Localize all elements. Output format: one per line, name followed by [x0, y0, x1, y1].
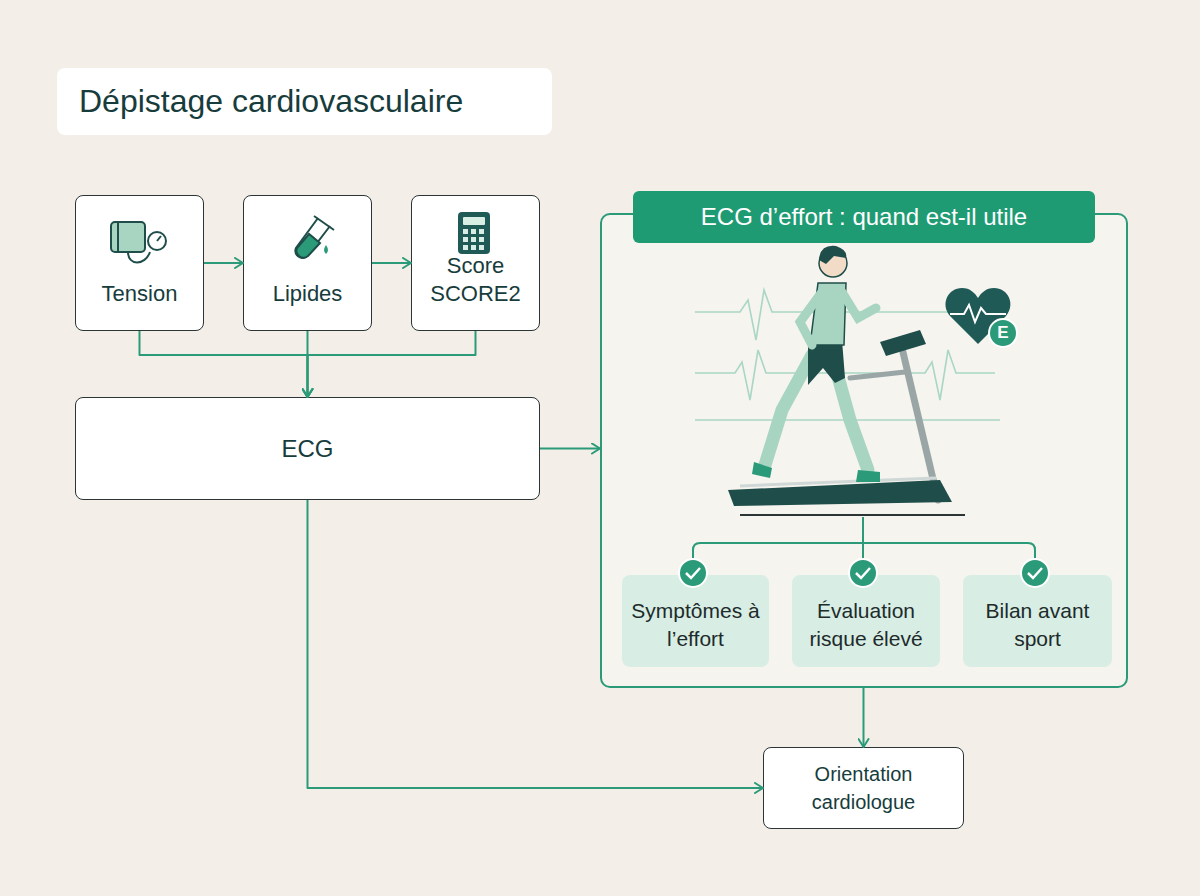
panel-heading: ECG d’effort : quand est-il utile: [633, 191, 1095, 243]
criteria-box: Symptômes à l’effort: [622, 575, 769, 667]
node-label: ECG: [281, 435, 333, 463]
node-label: Symptômes à l’effort: [622, 597, 769, 653]
node-label: Bilan avant sport: [963, 597, 1112, 653]
node-label: Évaluation risque élevé: [792, 597, 940, 653]
connector-arrow: [307, 331, 309, 397]
node-label: Lipides: [273, 280, 343, 308]
check-mark: [679, 559, 1049, 587]
calculator-icon: [458, 212, 490, 254]
test-tube-icon: [295, 216, 334, 258]
connector-arrow: [308, 500, 764, 788]
treadmill: [728, 330, 965, 515]
connector-arrow: [372, 262, 411, 264]
node-label: Orientation cardiologue: [789, 760, 939, 816]
node-label: Score SCORE2: [426, 252, 526, 308]
node-label: Tension: [102, 280, 178, 308]
badge-letter: E: [989, 319, 1017, 347]
connector-arrow: [204, 262, 243, 264]
diagram-title: Dépistage cardiovasculaire: [79, 83, 463, 120]
title-box: Dépistage cardiovasculaire: [57, 68, 552, 135]
process-box: Tension: [75, 195, 204, 331]
group-panel: ECG d’effort : quand est-il utileSymptôm…: [600, 213, 1128, 688]
runner: [752, 246, 880, 482]
process-box: ECG: [75, 397, 540, 500]
connector-arrow: [540, 448, 600, 450]
outcome-box: Orientation cardiologue: [763, 747, 964, 829]
criteria-box: Bilan avant sport: [963, 575, 1112, 667]
heart-badge: [946, 288, 1017, 347]
connector-arrow: [863, 688, 865, 747]
branch-lines: [693, 517, 1035, 560]
connector-arrow: [308, 331, 476, 397]
criteria-box: Évaluation risque élevé: [792, 575, 940, 667]
blood-pressure-icon: [111, 222, 166, 263]
ecg-wave: [695, 290, 1000, 420]
connector-arrow: [140, 331, 308, 397]
process-box: Score SCORE2: [411, 195, 540, 331]
process-box: Lipides: [243, 195, 372, 331]
